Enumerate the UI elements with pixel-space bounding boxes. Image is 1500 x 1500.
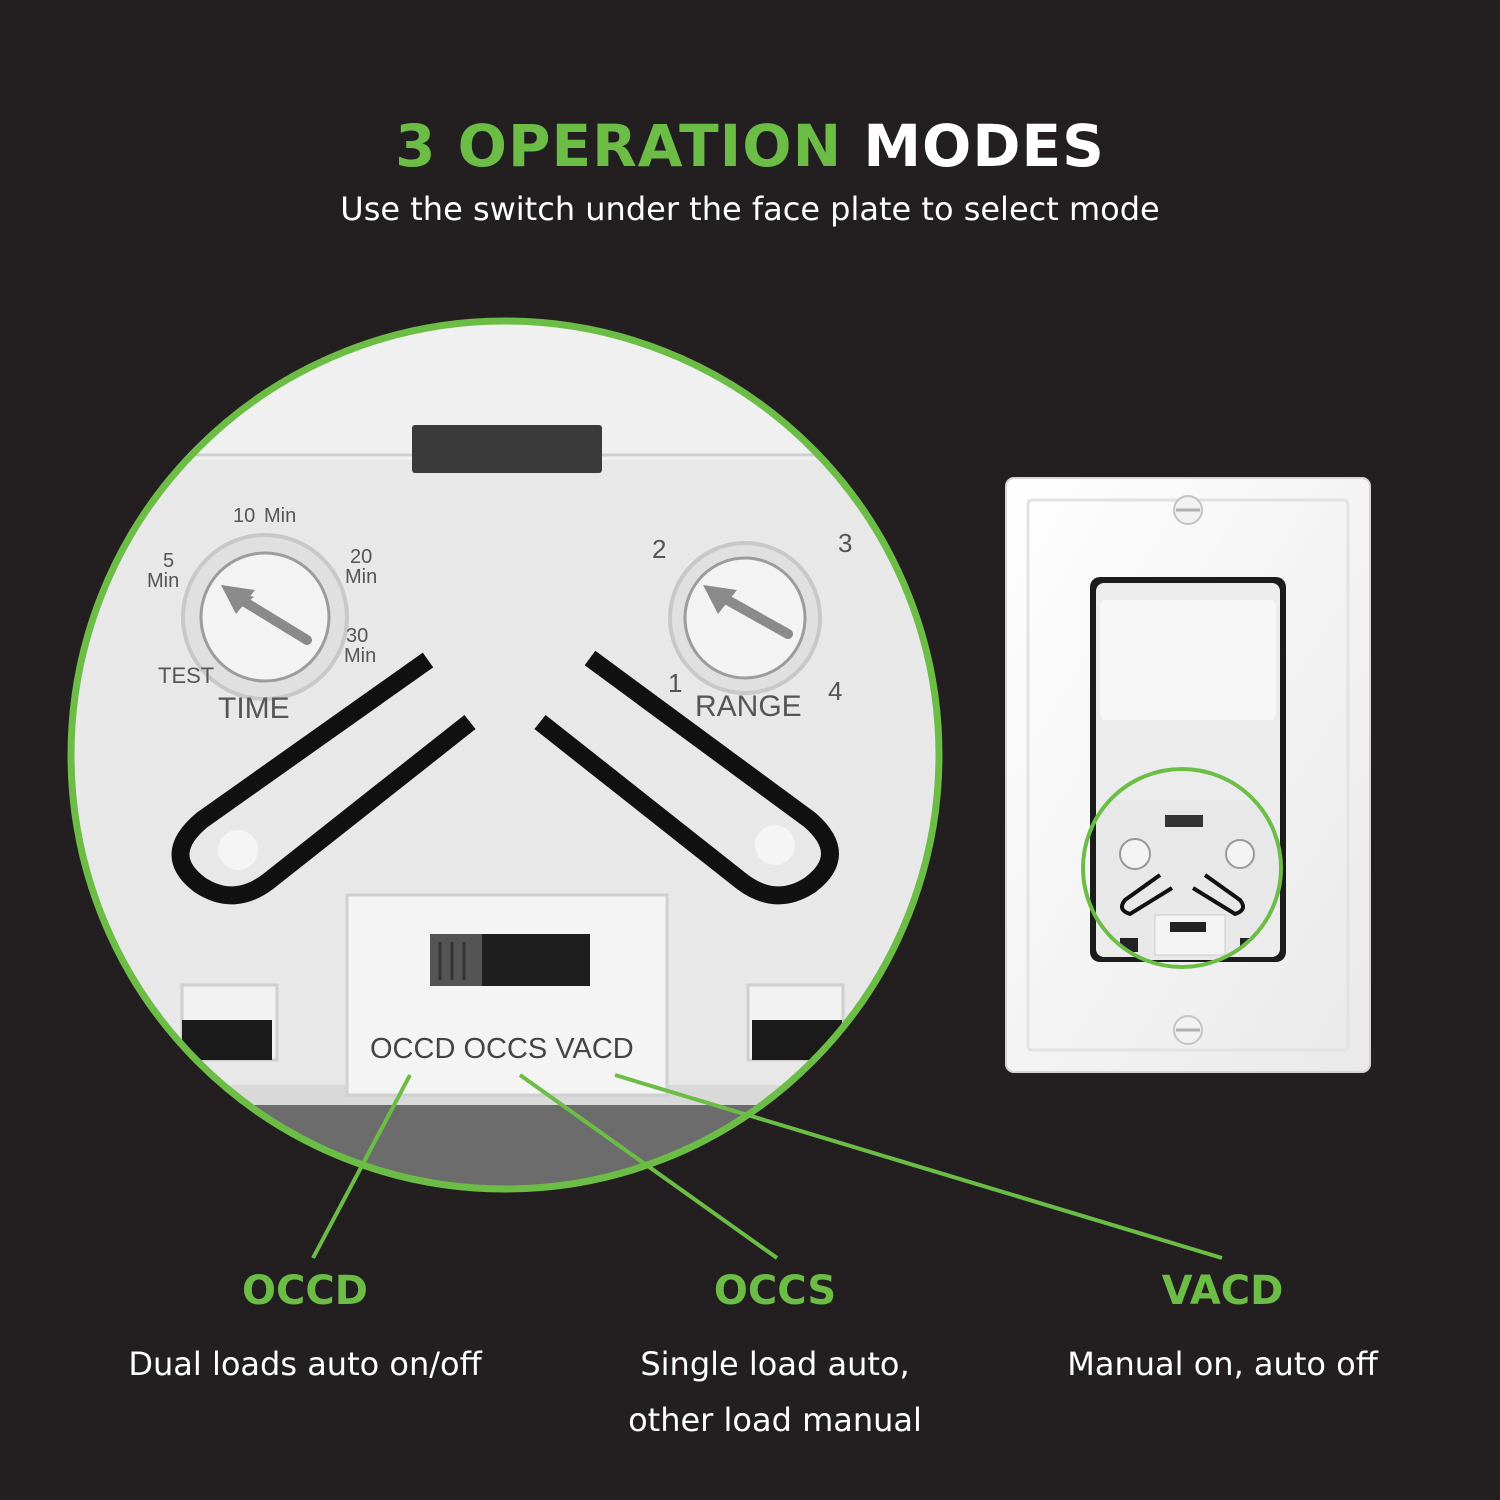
time-dial-label: TIME	[218, 692, 290, 725]
range-dial-label: RANGE	[695, 690, 802, 723]
range-mark-3: 3	[838, 528, 852, 558]
time-mark-20: 20	[350, 546, 372, 568]
mode-description-line: Single load auto,	[640, 1345, 910, 1383]
time-mark-20-min: Min	[345, 566, 377, 588]
time-mark-10-min: Min	[264, 505, 296, 527]
mode-name: OCCD	[242, 1268, 368, 1314]
mode-name: VACD	[1161, 1268, 1284, 1314]
title-rest: MODES	[863, 112, 1105, 180]
mode-description: Dual loads auto on/off	[128, 1345, 482, 1383]
mode-description-line: other load manual	[628, 1401, 922, 1439]
callout-line-vacd	[614, 1073, 1223, 1260]
time-mark-30-min: Min	[344, 645, 376, 667]
page-title: 3 OPERATION MODES	[0, 112, 1500, 180]
title-highlight: 3 OPERATION	[395, 112, 843, 180]
wall-plate-device	[1005, 477, 1371, 1073]
mode-description: Manual on, auto off	[1067, 1345, 1378, 1383]
mode-name: OCCS	[713, 1268, 837, 1314]
callout-line-occs	[518, 1073, 779, 1260]
time-mark-10: 10	[233, 505, 255, 527]
mode-vacd: VACD Manual on, auto off	[1000, 1268, 1445, 1392]
time-mark-5: 5	[163, 550, 174, 572]
range-mark-2: 2	[652, 534, 666, 564]
time-mark-30: 30	[346, 625, 368, 647]
mode-description: Single load auto, other load manual	[560, 1336, 990, 1448]
page-subtitle: Use the switch under the face plate to s…	[340, 190, 1160, 228]
time-mark-test: TEST	[158, 663, 214, 688]
callout-line-occd	[311, 1074, 412, 1259]
range-mark-4: 4	[828, 676, 842, 706]
time-mark-5-min: Min	[147, 570, 179, 592]
switch-position-labels: OCCD OCCS VACD	[370, 1033, 634, 1065]
range-mark-1: 1	[668, 668, 682, 698]
callout-lines	[311, 1073, 1223, 1260]
zoomed-sensor-view: TEST 5 Min 10 Min 20 Min 30 Min TIME 1 2…	[67, 317, 943, 1193]
mode-occs: OCCS Single load auto, other load manual	[560, 1268, 990, 1448]
mode-occd: OCCD Dual loads auto on/off	[90, 1268, 520, 1392]
